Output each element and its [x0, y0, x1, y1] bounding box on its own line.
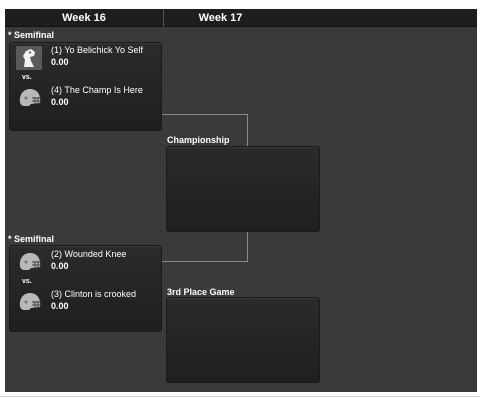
team-name[interactable]: (3) Clinton is crooked [51, 289, 137, 299]
horse-logo-icon [16, 46, 42, 70]
semifinal-top-label: * Semifinal [8, 30, 55, 40]
week-17-header: Week 17 [164, 9, 477, 27]
team-score: 0.00 [51, 57, 69, 67]
team-score: 0.00 [51, 97, 69, 107]
vs-label: vs. [22, 278, 32, 285]
team-name[interactable]: (4) The Champ Is Here [51, 85, 143, 95]
championship-label: Championship [167, 135, 230, 145]
third-place-label: 3rd Place Game [167, 287, 235, 297]
week-16-header: Week 16 [5, 9, 163, 27]
team-name[interactable]: (2) Wounded Knee [51, 249, 127, 259]
team-score: 0.00 [51, 301, 69, 311]
connector-line [162, 114, 248, 115]
team-score: 0.00 [51, 261, 69, 271]
vs-label: vs. [22, 74, 32, 81]
football-helmet-icon [16, 86, 42, 110]
team-row[interactable]: (3) Clinton is crooked 0.00 [14, 289, 164, 319]
team-row[interactable]: (2) Wounded Knee 0.00 [14, 249, 164, 279]
semifinal-bottom-box[interactable]: (2) Wounded Knee 0.00 vs. (3) Clinton is… [9, 245, 162, 332]
team-name[interactable]: (1) Yo Belichick Yo Self [51, 45, 144, 55]
football-helmet-icon [16, 250, 42, 274]
header-divider [163, 9, 164, 27]
football-helmet-icon [16, 290, 42, 314]
third-place-box[interactable] [166, 297, 320, 383]
championship-box[interactable] [166, 146, 320, 232]
team-row[interactable]: (4) The Champ Is Here 0.00 [14, 85, 164, 115]
team-row[interactable]: (1) Yo Belichick Yo Self 0.00 [14, 45, 164, 75]
connector-line [162, 261, 248, 262]
semifinal-top-box[interactable]: (1) Yo Belichick Yo Self 0.00 vs. (4) Th… [9, 42, 162, 131]
page-divider [0, 396, 480, 397]
semifinal-bottom-label: * Semifinal [8, 234, 55, 244]
playoff-bracket: Week 16 Week 17 * Semifinal (1) Yo Belic… [5, 9, 477, 392]
